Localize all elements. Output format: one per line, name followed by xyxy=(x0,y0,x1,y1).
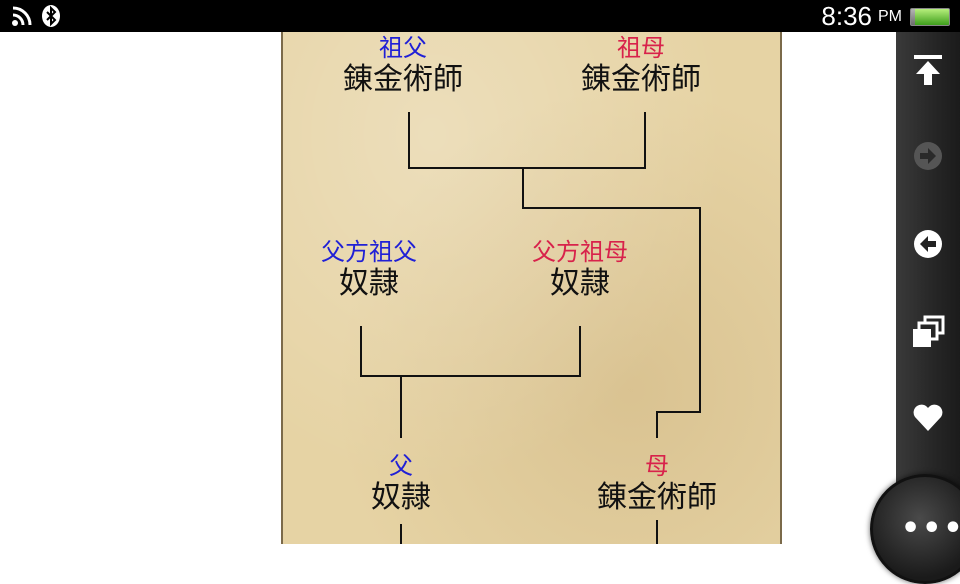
bluetooth-icon xyxy=(42,5,60,27)
paternal-grandfather-occupation: 奴隷 xyxy=(339,266,399,301)
father-role: 父 xyxy=(389,452,413,480)
grandfather-occupation: 錬金術師 xyxy=(343,62,463,97)
browser-toolbar: ••• xyxy=(870,32,960,584)
web-page[interactable]: 祖父 錬金術師 祖母 錬金術師 父方祖父 奴隷 父方祖母 奴隷 父 奴隷 母 錬… xyxy=(0,32,896,544)
status-bar: 8:36 PM xyxy=(0,0,960,32)
mother-node: 母 錬金術師 xyxy=(597,452,717,516)
paternal-grandmother-occupation: 奴隷 xyxy=(550,266,610,301)
battery-level xyxy=(914,9,949,25)
grandmother-occupation: 錬金術師 xyxy=(581,62,701,97)
father-occupation: 奴隷 xyxy=(371,480,431,515)
battery-icon xyxy=(910,8,950,26)
back-button[interactable] xyxy=(908,224,948,264)
paternal-grandfather-role: 父方祖父 xyxy=(321,238,417,266)
paternal-grandmother-role: 父方祖母 xyxy=(532,238,628,266)
back-icon xyxy=(914,230,942,258)
grandmother-node: 祖母 錬金術師 xyxy=(581,34,701,98)
forward-icon xyxy=(914,142,942,170)
more-icon: ••• xyxy=(901,511,960,546)
grandmother-role: 祖母 xyxy=(617,34,665,62)
mother-occupation: 錬金術師 xyxy=(597,480,717,515)
mother-role: 母 xyxy=(645,452,669,480)
tabs-icon xyxy=(913,315,945,347)
wifi-icon xyxy=(12,6,32,26)
family-tree-image: 祖父 錬金術師 祖母 錬金術師 父方祖父 奴隷 父方祖母 奴隷 父 奴隷 母 錬… xyxy=(281,32,782,544)
status-clock: 8:36 xyxy=(821,1,872,31)
grandfather-role: 祖父 xyxy=(379,34,427,62)
bookmark-heart-icon xyxy=(913,404,943,431)
father-node: 父 奴隷 xyxy=(371,452,431,516)
grandfather-node: 祖父 錬金術師 xyxy=(343,34,463,98)
status-ampm: PM xyxy=(878,8,902,25)
paternal-grandfather-node: 父方祖父 奴隷 xyxy=(321,238,417,302)
scroll-top-icon xyxy=(914,55,942,85)
tabs-button[interactable] xyxy=(908,312,948,352)
paternal-grandmother-node: 父方祖母 奴隷 xyxy=(532,238,628,302)
tree-connector-lines xyxy=(360,112,701,544)
scroll-top-button[interactable] xyxy=(908,50,948,90)
bookmark-button[interactable] xyxy=(908,398,948,438)
forward-button[interactable] xyxy=(908,136,948,176)
